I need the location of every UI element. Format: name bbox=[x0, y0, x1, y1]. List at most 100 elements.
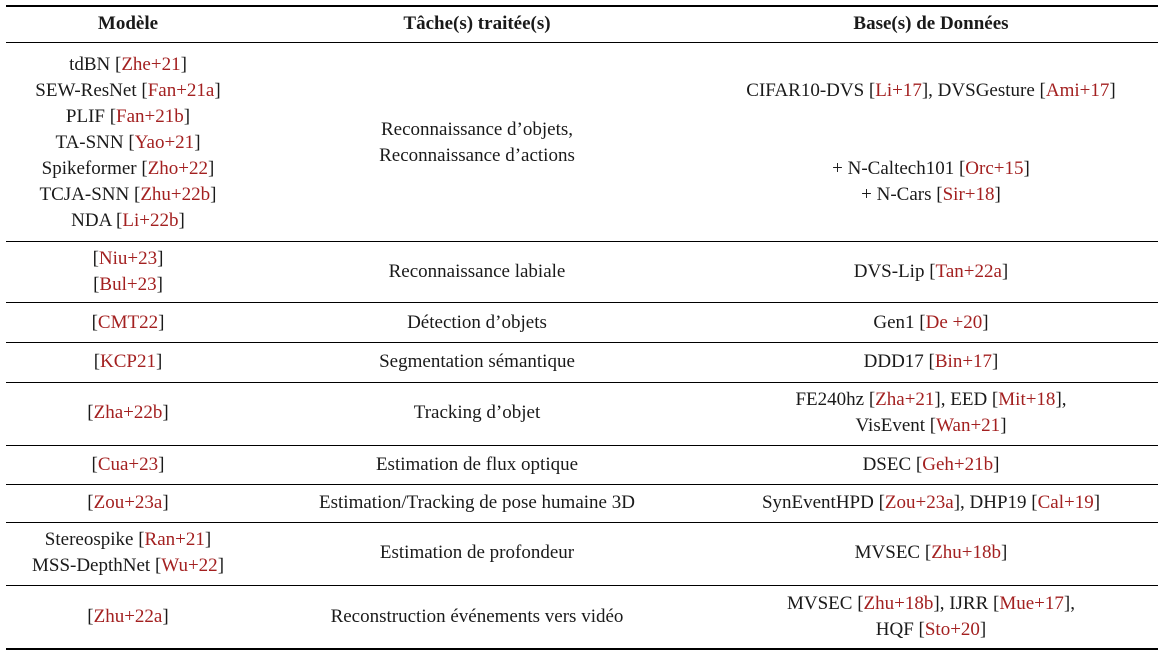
dataset-line: + N-Caltech101 [Orc+15] bbox=[832, 156, 1030, 182]
citation-link[interactable]: Geh+21b bbox=[922, 454, 994, 475]
citation-link[interactable]: Mit+18 bbox=[998, 389, 1056, 410]
cell-text: Stereospike [ bbox=[44, 529, 145, 550]
cell-text: Segmentation sémantique bbox=[379, 351, 575, 372]
dataset-line: DDD17 [Bin+17] bbox=[864, 349, 999, 375]
header-model: Modèle bbox=[97, 13, 159, 34]
cell-text: Tracking d’objet bbox=[413, 402, 541, 423]
cell-text: Estimation de flux optique bbox=[375, 454, 579, 475]
citation-link[interactable]: Yao+21 bbox=[134, 131, 195, 153]
citation-link[interactable]: CMT22 bbox=[97, 312, 159, 333]
cell-text: ] bbox=[217, 555, 225, 576]
model-line: NDA [Li+22b] bbox=[71, 208, 185, 234]
task-cell: Segmentation sémantique bbox=[250, 343, 704, 381]
dataset-cell: DSEC [Geh+21b] bbox=[704, 447, 1158, 483]
task-line: Reconnaissance labiale bbox=[389, 259, 566, 285]
task-cell: Détection d’objets bbox=[250, 304, 704, 342]
cell-text: MSS-DepthNet [ bbox=[31, 555, 162, 576]
model-line: [Zhu+22a] bbox=[87, 604, 168, 630]
citation-link[interactable]: Fan+21b bbox=[116, 105, 184, 127]
citation-link[interactable]: Fan+21a bbox=[147, 79, 215, 101]
model-line: [Bul+23] bbox=[93, 272, 163, 298]
cell-text: ], DHP19 [ bbox=[953, 492, 1038, 513]
citation-link[interactable]: Zha+22b bbox=[93, 402, 163, 423]
citation-link[interactable]: Ami+17 bbox=[1045, 79, 1110, 101]
cell-text: ] bbox=[156, 274, 163, 295]
top-rule bbox=[6, 5, 1158, 7]
citation-link[interactable]: Tan+22a bbox=[935, 261, 1002, 282]
model-cell: [CMT22] bbox=[6, 304, 250, 342]
citation-link[interactable]: Li+22b bbox=[122, 209, 179, 231]
dataset-cell: SynEventHPD [Zou+23a], DHP19 [Cal+19] bbox=[704, 484, 1158, 522]
citation-link[interactable]: Orc+15 bbox=[965, 157, 1024, 179]
model-cell: tdBN [Zhe+21]SEW-ResNet [Fan+21a]PLIF [F… bbox=[6, 45, 250, 240]
citation-link[interactable]: Sto+20 bbox=[924, 619, 980, 640]
task-cell: Reconnaissance labiale bbox=[250, 244, 704, 300]
citation-link[interactable]: Niu+23 bbox=[98, 248, 158, 269]
row-rule bbox=[6, 342, 1158, 343]
task-line: Tracking d’objet bbox=[414, 400, 540, 426]
citation-link[interactable]: Wan+21 bbox=[936, 415, 1001, 436]
citation-link[interactable]: Zho+22 bbox=[147, 157, 209, 179]
model-line: [Cua+23] bbox=[92, 452, 165, 478]
citation-link[interactable]: Zha+21 bbox=[875, 389, 935, 410]
cell-text: TCJA-SNN [ bbox=[39, 183, 141, 205]
cell-text: ], DVSGesture [ bbox=[921, 79, 1046, 101]
task-line: Segmentation sémantique bbox=[379, 349, 575, 375]
cell-text: Reconnaissance d’actions bbox=[379, 144, 575, 166]
cell-text: [ bbox=[93, 351, 101, 372]
cell-text: [ bbox=[87, 402, 94, 423]
dataset-cell: DVS-Lip [Tan+22a] bbox=[704, 244, 1158, 300]
cell-text: ] bbox=[210, 183, 217, 205]
cell-text: CIFAR10-DVS [ bbox=[746, 79, 876, 101]
citation-link[interactable]: Zhu+22a bbox=[93, 606, 163, 627]
task-line: Reconnaissance d’objets, bbox=[381, 117, 573, 143]
citation-link[interactable]: Li+17 bbox=[875, 79, 922, 101]
row-rule bbox=[6, 585, 1158, 586]
citation-link[interactable]: Wu+22 bbox=[161, 555, 218, 576]
task-line: Détection d’objets bbox=[407, 310, 547, 336]
citation-link[interactable]: Zhu+18b bbox=[863, 593, 934, 614]
dataset-line: CIFAR10-DVS [Li+17], DVSGesture [Ami+17] bbox=[746, 78, 1115, 104]
task-cell: Reconstruction événements vers vidéo bbox=[250, 586, 704, 648]
model-line: Stereospike [Ran+21] bbox=[45, 527, 211, 553]
cell-text: ], bbox=[1055, 389, 1067, 410]
dataset-line: MVSEC [Zhu+18b] bbox=[855, 540, 1008, 566]
cell-text: SynEventHPD [ bbox=[761, 492, 885, 513]
cell-text: Estimation/Tracking de pose humaine 3D bbox=[319, 492, 635, 513]
cell-text: Spikeformer [ bbox=[41, 157, 148, 179]
task-cell: Estimation/Tracking de pose humaine 3D bbox=[250, 484, 704, 522]
cell-text: ] bbox=[1093, 492, 1101, 513]
cell-text: ] bbox=[992, 351, 999, 372]
cell-text: ], IJRR [ bbox=[933, 593, 1000, 614]
citation-link[interactable]: Ran+21 bbox=[144, 529, 205, 550]
citation-link[interactable]: Zou+23a bbox=[884, 492, 954, 513]
cell-text: [ bbox=[87, 606, 94, 627]
dataset-line: + N-Cars [Sir+18] bbox=[861, 182, 1001, 208]
citation-link[interactable]: Zhe+21 bbox=[121, 53, 181, 75]
cell-text: ] bbox=[155, 351, 163, 372]
model-line: MSS-DepthNet [Wu+22] bbox=[32, 553, 224, 579]
citation-link[interactable]: Cal+19 bbox=[1037, 492, 1094, 513]
citation-link[interactable]: Zhu+22b bbox=[140, 183, 211, 205]
cell-text: [ bbox=[91, 312, 98, 333]
model-cell: Stereospike [Ran+21]MSS-DepthNet [Wu+22] bbox=[6, 523, 250, 583]
dataset-cell: Gen1 [De +20] bbox=[704, 304, 1158, 342]
citation-link[interactable]: Cua+23 bbox=[97, 454, 159, 475]
citation-link[interactable]: Zou+23a bbox=[93, 492, 163, 513]
dataset-line: VisEvent [Wan+21] bbox=[855, 413, 1006, 439]
cell-text: ] bbox=[982, 312, 989, 333]
citation-link[interactable]: Mue+17 bbox=[999, 593, 1064, 614]
citation-link[interactable]: Sir+18 bbox=[942, 183, 995, 205]
model-line: [CMT22] bbox=[92, 310, 165, 336]
cell-text: [ bbox=[87, 492, 94, 513]
citation-link[interactable]: KCP21 bbox=[100, 351, 156, 372]
citation-link[interactable]: De +20 bbox=[925, 312, 983, 333]
header-rule bbox=[6, 42, 1158, 43]
bottom-rule bbox=[6, 648, 1158, 650]
model-line: Spikeformer [Zho+22] bbox=[42, 156, 215, 182]
cell-text: + N-Cars [ bbox=[861, 183, 943, 205]
citation-link[interactable]: Zhu+18b bbox=[931, 542, 1002, 563]
citation-link[interactable]: Bin+17 bbox=[934, 351, 993, 372]
citation-link[interactable]: Bul+23 bbox=[99, 274, 157, 295]
cell-text: ] bbox=[208, 157, 215, 179]
